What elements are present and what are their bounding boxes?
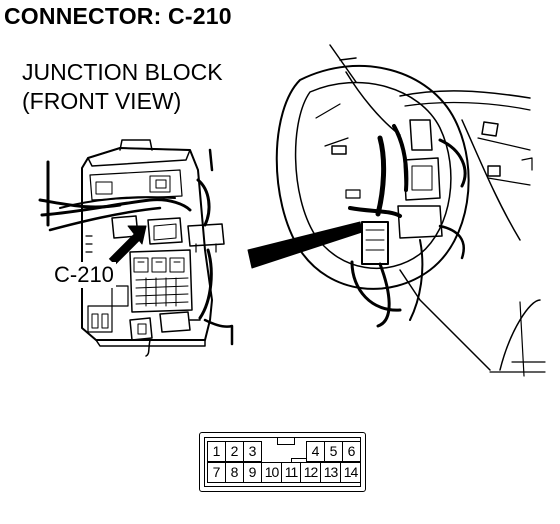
pin-3: 3 [243, 441, 262, 462]
pin-7: 7 [207, 462, 226, 483]
connector-face: 1 2 3 4 5 6 7 8 9 10 11 12 13 14 [199, 432, 366, 492]
connector-key-top [277, 438, 295, 445]
connector-callout-label: C-210 [52, 262, 116, 288]
junction-block-label-line2: (FRONT VIEW) [22, 88, 182, 114]
pin-13: 13 [320, 462, 341, 483]
pin-9: 9 [243, 462, 262, 483]
pin-6: 6 [342, 441, 361, 462]
junction-block-drawing [38, 139, 234, 357]
page-title: CONNECTOR: C-210 [4, 3, 232, 29]
connector-face-inner: 1 2 3 4 5 6 7 8 9 10 11 12 13 14 [204, 437, 361, 487]
junction-block-label: JUNCTION BLOCK (FRONT VIEW) [22, 58, 223, 116]
pin-10: 10 [261, 462, 282, 483]
junction-block-label-line1: JUNCTION BLOCK [22, 59, 223, 85]
pin-2: 2 [225, 441, 244, 462]
pin-4: 4 [306, 441, 325, 462]
dashboard-drawing [247, 44, 546, 377]
pin-1: 1 [207, 441, 226, 462]
pin-8: 8 [225, 462, 244, 483]
pin-11: 11 [281, 462, 301, 483]
pin-5: 5 [324, 441, 343, 462]
pin-14: 14 [340, 462, 361, 483]
pin-12: 12 [300, 462, 321, 483]
